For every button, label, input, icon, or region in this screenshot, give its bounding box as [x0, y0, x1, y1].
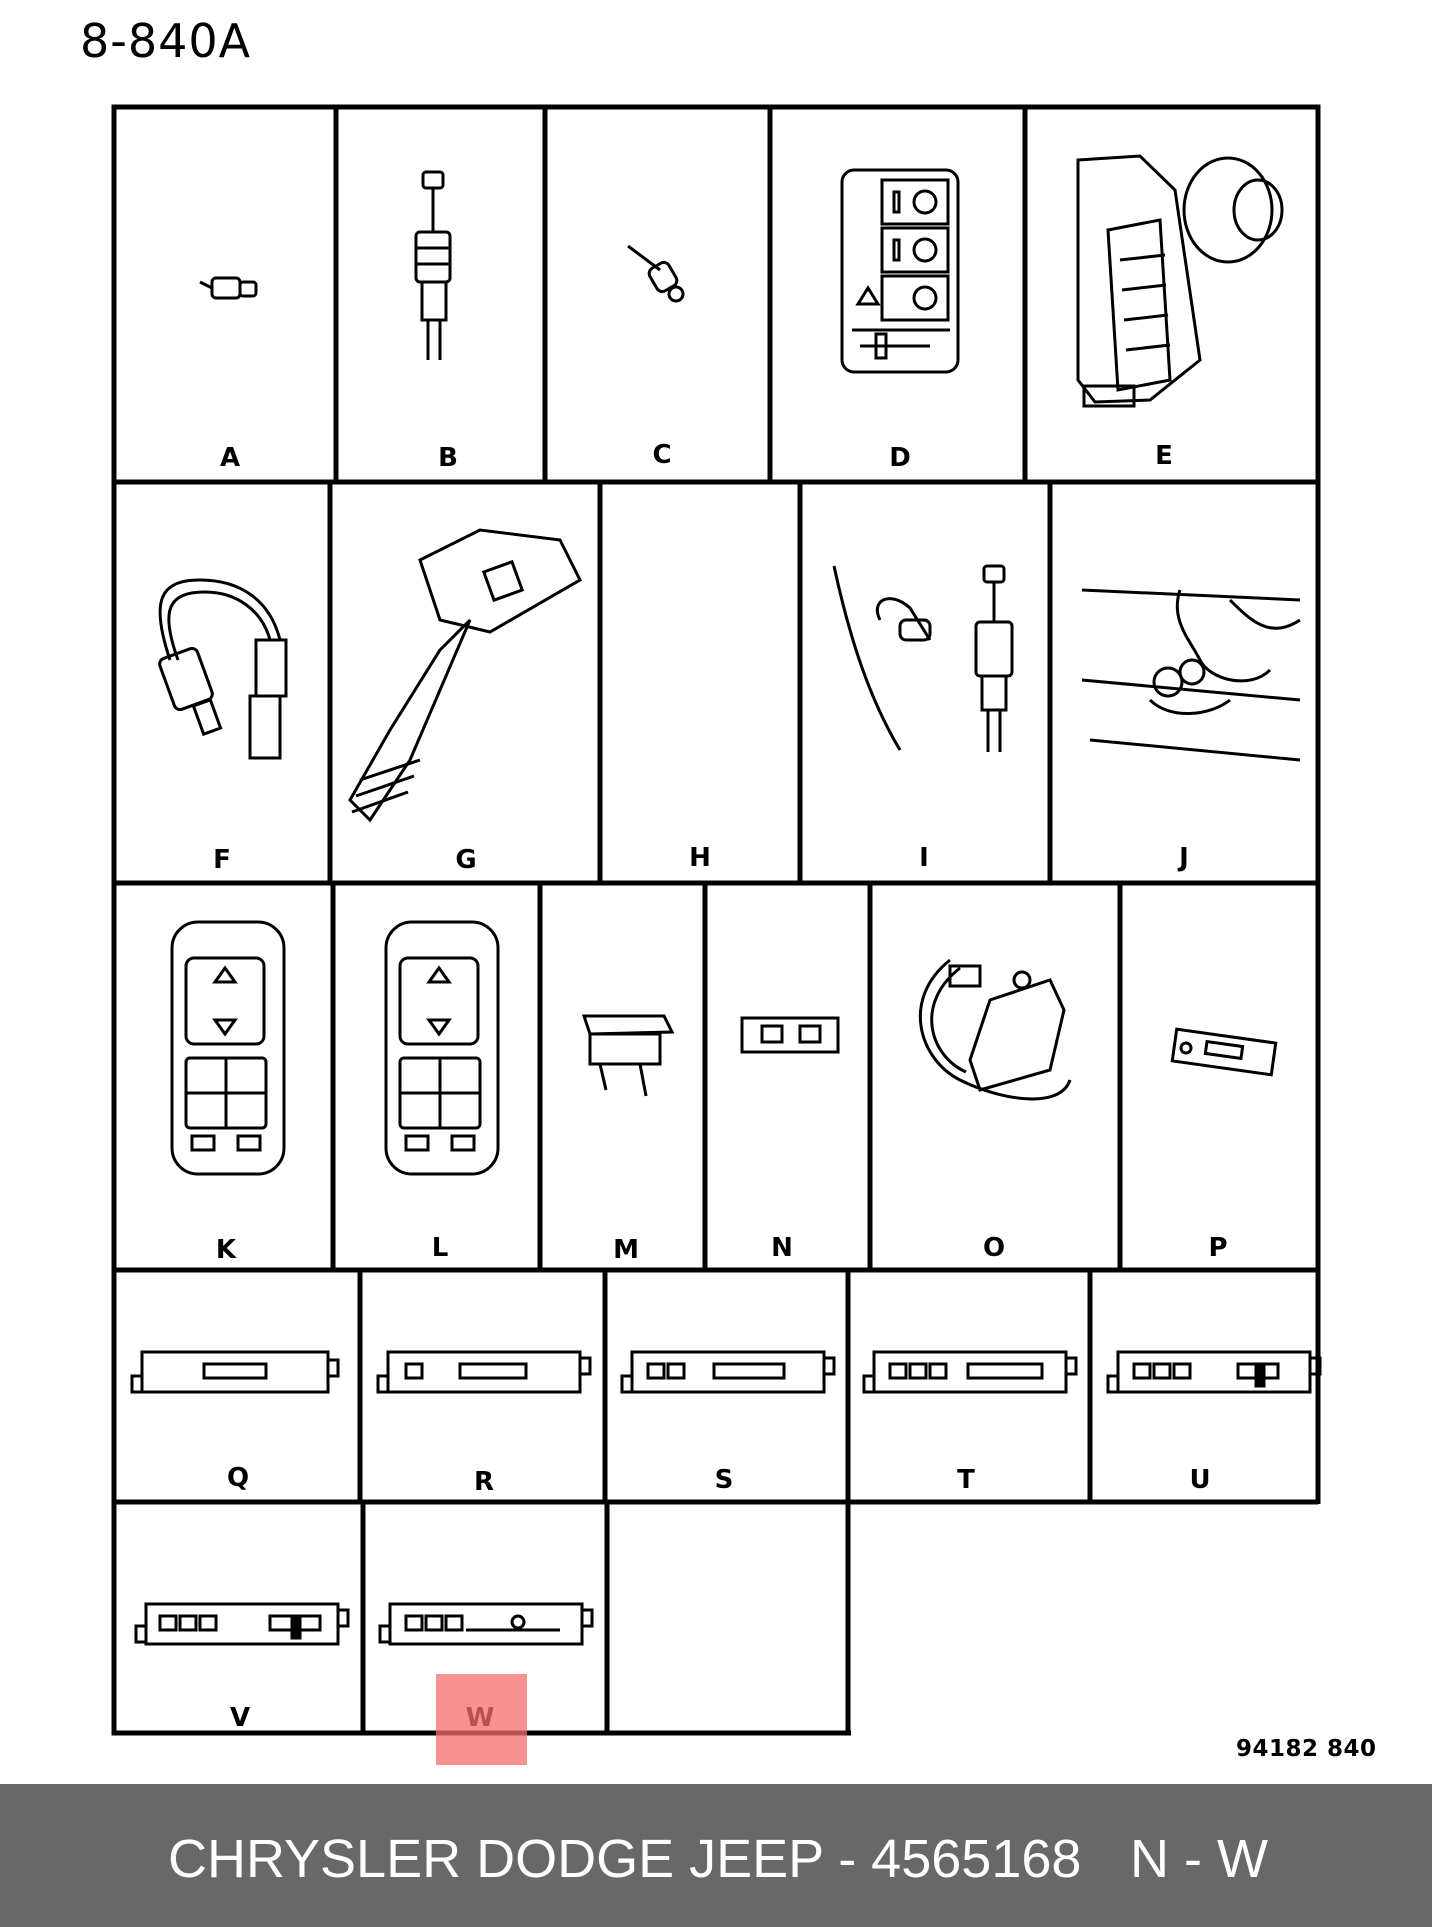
part-m-switch-icon	[581, 1014, 675, 1097]
part-k-window-switch-icon	[170, 920, 286, 1176]
part-j-door-switch-icon	[1081, 588, 1301, 762]
cell-label-b: B	[438, 443, 458, 473]
part-f-harness-switch-icon	[158, 578, 288, 760]
page-code: 8-840A	[80, 14, 252, 68]
cell-label-t: T	[957, 1465, 975, 1495]
part-p-switch-icon	[1170, 1027, 1278, 1077]
footer-range: N - W	[1130, 1829, 1268, 1889]
cell-label-u: U	[1189, 1465, 1210, 1495]
cell-label-q: Q	[227, 1463, 249, 1493]
part-d-control-panel-icon	[840, 168, 960, 374]
cell-label-k: K	[216, 1235, 237, 1265]
cell-label-j: J	[1177, 843, 1189, 873]
part-v-control-panel-icon	[134, 1602, 350, 1646]
diagram-ref-code: 94182 840	[1236, 1736, 1377, 1762]
cell-label-v: V	[230, 1703, 250, 1733]
parts-diagram: ABCDEFGHIJKLMNOPQRSTUVW	[111, 104, 1322, 1736]
part-r-control-panel-icon	[376, 1350, 592, 1394]
part-q-control-panel-icon	[130, 1350, 340, 1394]
part-a-sensor-icon	[199, 276, 258, 300]
part-n-switch-icon	[740, 1016, 840, 1054]
cell-label-c: C	[652, 440, 671, 470]
cell-label-g: G	[455, 845, 476, 875]
cell-label-d: D	[889, 443, 911, 473]
part-w-control-panel-icon	[378, 1602, 594, 1646]
cell-label-a: A	[220, 443, 240, 473]
footer-bar: CHRYSLER DODGE JEEP - 4565168 N - W	[0, 1784, 1432, 1927]
footer-brand-part: CHRYSLER DODGE JEEP - 4565168	[168, 1829, 1082, 1889]
part-t-control-panel-icon	[862, 1350, 1078, 1394]
part-e-column-switch-icon	[1076, 154, 1284, 408]
cell-label-e: E	[1155, 441, 1173, 471]
cell-label-l: L	[432, 1233, 449, 1263]
part-g-stalk-icon	[348, 528, 582, 823]
cell-label-o: O	[983, 1233, 1005, 1263]
part-s-control-panel-icon	[620, 1350, 836, 1394]
cell-label-n: N	[771, 1233, 793, 1263]
part-i-switch-bracket-icon	[832, 564, 1014, 752]
part-o-switch-harness-icon	[918, 958, 1072, 1101]
selected-part-highlight	[436, 1674, 527, 1765]
cell-label-i: I	[919, 843, 929, 873]
cell-label-p: P	[1208, 1233, 1227, 1263]
cell-label-h: H	[689, 843, 711, 873]
cell-label-m: M	[613, 1235, 639, 1265]
part-l-window-switch-icon	[384, 920, 500, 1176]
part-b-switch-icon	[414, 170, 452, 360]
part-u-control-panel-icon	[1106, 1350, 1322, 1394]
cell-label-f: F	[213, 845, 231, 875]
cell-label-r: R	[474, 1467, 494, 1497]
cell-label-s: S	[715, 1465, 734, 1495]
part-c-switch-icon	[627, 244, 685, 303]
